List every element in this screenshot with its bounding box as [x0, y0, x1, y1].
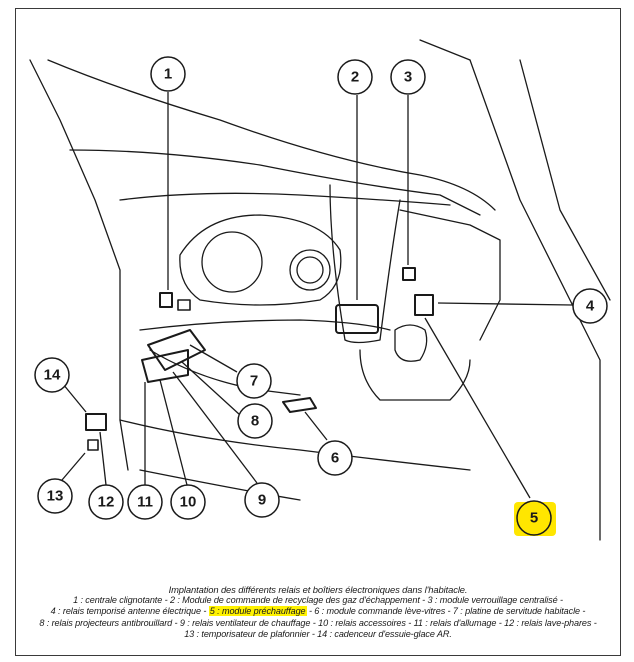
callout-2-circle [337, 59, 373, 95]
leader-12 [99, 431, 107, 486]
dash-lower-edge [139, 319, 391, 331]
callout-13-circle [37, 478, 73, 514]
gear-knob [394, 324, 428, 362]
right-pillar [469, 59, 601, 541]
figure-caption: Implantation des différents relais et bo… [15, 584, 621, 640]
callout-10-circle [170, 484, 206, 520]
caption-line-2: 4 : relais temporisé antenne électrique … [15, 606, 621, 617]
callout-3-label: 3 [404, 69, 412, 86]
module-7-fusebox [147, 329, 206, 371]
lower-dash-curve [149, 349, 301, 396]
callout-4-circle [572, 288, 608, 324]
callout-6-circle [317, 440, 353, 476]
callout-8-circle [237, 403, 273, 439]
dash-top-line [119, 192, 451, 206]
windscreen-lower-line [69, 149, 481, 216]
windscreen-top-line [47, 59, 496, 211]
callout-5-circle [516, 500, 552, 536]
callout-1-label: 1 [164, 66, 172, 83]
callout-4-label: 4 [586, 298, 595, 315]
callout-11-circle [127, 484, 163, 520]
callout-2-label: 2 [351, 69, 359, 86]
module-13-courtesy [87, 439, 99, 451]
leader-10 [159, 379, 188, 486]
instrument-cluster [179, 214, 342, 306]
callout-10-label: 10 [180, 494, 197, 511]
center-console-stack [329, 184, 401, 344]
caption-line-1: 1 : centrale clignotante - 2 : Module de… [73, 595, 563, 606]
module-6-windows [282, 397, 317, 413]
caption-highlight-module-5: 5 : module préchauffage [208, 606, 307, 617]
module-2-egr [335, 304, 379, 334]
callout-14-circle [34, 357, 70, 393]
callout-7-circle [236, 363, 272, 399]
right-window-edge [519, 59, 611, 301]
caption-line-3: 8 : relais projecteurs antibrouillard - … [39, 617, 597, 628]
right-dash [399, 209, 501, 341]
callout-3-circle [390, 59, 426, 95]
speedometer [201, 231, 263, 293]
figure-frame [15, 8, 621, 656]
relay-block [141, 349, 189, 383]
leader-14 [62, 383, 87, 413]
module-1-flasher [159, 292, 173, 308]
roof-line [419, 39, 471, 61]
caption-line-2-start: 4 : relais temporisé antenne électrique … [50, 606, 209, 617]
rev-counter [289, 249, 331, 291]
leader-7 [189, 344, 238, 373]
leader-6 [304, 411, 328, 441]
callout-12-circle [88, 484, 124, 520]
caption-line-4: 13 : temporisateur de plafonnier - 14 : … [184, 628, 452, 639]
module-4-antenna [414, 294, 434, 316]
module-relay-small [177, 299, 191, 311]
callout-9-circle [244, 482, 280, 518]
module-3-locking [402, 267, 416, 281]
leader-4 [437, 302, 573, 306]
callout-7-label: 7 [250, 373, 258, 390]
callout-13-label: 13 [47, 488, 64, 505]
callout-11-label: 11 [137, 494, 153, 511]
caption-title: Implantation des différents relais et bo… [168, 584, 468, 595]
callout-14-label: 14 [44, 367, 61, 384]
callout-8-label: 8 [251, 413, 259, 430]
floor-line-2 [139, 469, 301, 501]
leader-9 [172, 371, 258, 484]
floor-line [119, 419, 471, 471]
callout-12-label: 12 [98, 494, 115, 511]
leader-8 [181, 361, 241, 416]
leader-13 [61, 452, 86, 481]
gear-tunnel [359, 349, 471, 401]
module-14-wiper [85, 413, 107, 431]
leader-5 [424, 317, 531, 499]
rev-counter-inner [296, 256, 324, 284]
caption-line-2-end: - 6 : module commande lève-vitres - 7 : … [306, 606, 586, 617]
callout-5-label: 5 [530, 510, 538, 527]
callout-9-label: 9 [258, 492, 266, 509]
left-door-edge [29, 59, 129, 471]
callout-6-label: 6 [331, 450, 339, 467]
callout-1-circle [150, 56, 186, 92]
